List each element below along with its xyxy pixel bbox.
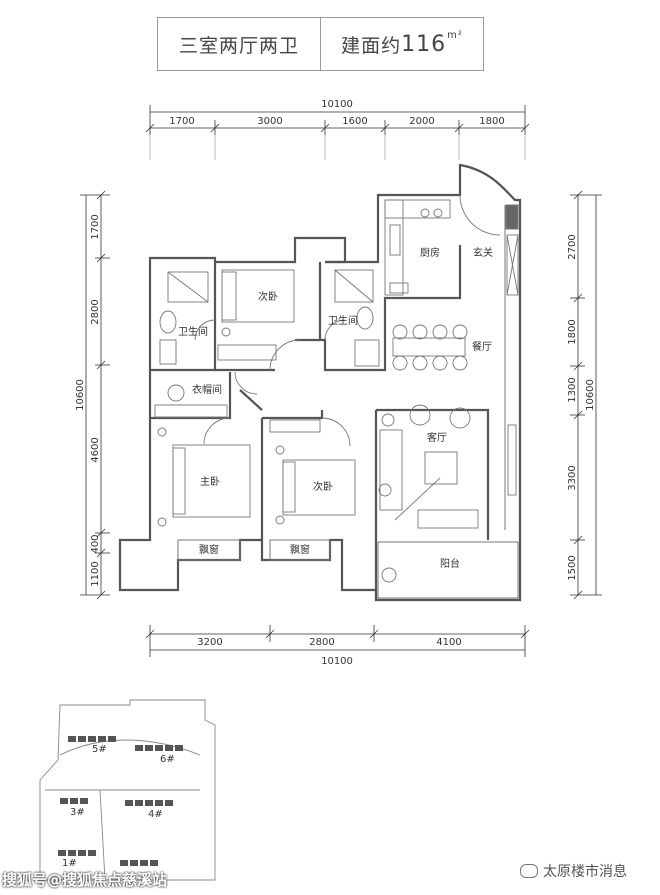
layout-label: 三室两厅两卫 (158, 31, 320, 58)
bottom-dim-1: 3200 (197, 637, 222, 648)
furniture (154, 199, 519, 583)
bottom-dim-2: 2800 (309, 637, 334, 648)
left-dim-5: 1100 (90, 561, 101, 586)
right-total-dim: 10600 (585, 379, 596, 411)
dimension-lines (80, 105, 602, 657)
site-plan-thumbnail (39, 699, 216, 881)
left-dim-2: 2800 (90, 299, 101, 324)
right-dim-5: 1500 (567, 555, 578, 580)
door-swings (194, 194, 501, 447)
room-balcony: 阳台 (440, 557, 460, 570)
top-dim-1: 1700 (169, 116, 194, 127)
site-label-6: 6# (160, 754, 175, 765)
left-dim-1: 1700 (90, 214, 101, 239)
layout-text: 三室两厅两卫 (178, 34, 299, 57)
site-label-3: 3# (70, 807, 85, 818)
area-unit: m² (447, 30, 463, 41)
top-dim-4: 2000 (409, 116, 434, 127)
top-dim-5: 1800 (479, 116, 504, 127)
area-label: 建面约 116 m² (321, 30, 483, 58)
watermark: 搜狐号@搜狐焦点慈溪站 (2, 871, 168, 889)
plan-header: 三室两厅两卫 建面约 116 m² (157, 17, 484, 71)
site-label-1: 1# (62, 858, 77, 869)
wechat-icon (520, 864, 538, 878)
room-bathroom-mid: 卫生间 (328, 314, 358, 327)
bottom-total-dim: 10100 (321, 656, 353, 667)
right-dim-1: 2700 (567, 234, 578, 259)
site-label-4: 4# (148, 809, 163, 820)
room-second-bedroom-top: 次卧 (258, 290, 278, 303)
right-dim-4: 3300 (567, 465, 578, 490)
right-dim-2: 1800 (567, 319, 578, 344)
room-master-bedroom: 主卧 (200, 475, 220, 488)
room-living: 客厅 (427, 431, 447, 444)
source-logo: 太原楼市消息 (520, 861, 627, 881)
right-dim-3: 1300 (567, 377, 578, 402)
bottom-dim-3: 4100 (436, 637, 461, 648)
source-logo-text: 太原楼市消息 (543, 864, 627, 880)
bay-windows (177, 204, 519, 599)
room-dining: 餐厅 (472, 340, 492, 353)
room-bathroom-left: 卫生间 (178, 325, 208, 338)
room-bay-window-right: 飘窗 (290, 543, 310, 556)
room-kitchen: 厨房 (420, 246, 440, 259)
left-dim-3: 4600 (90, 437, 101, 462)
area-prefix: 建面约 (341, 34, 402, 57)
header-divider (320, 18, 321, 70)
left-total-dim: 10600 (75, 379, 86, 411)
room-bay-window-left: 飘窗 (199, 543, 219, 556)
room-second-bedroom-bottom: 次卧 (313, 480, 333, 493)
top-dim-2: 3000 (257, 116, 282, 127)
room-cloakroom: 衣帽间 (192, 383, 222, 396)
walls (118, 163, 522, 602)
room-entrance: 玄关 (473, 246, 493, 259)
site-plan-labels: 5# 6# 3# 4# 1# (62, 744, 175, 869)
left-dim-4: 400 (90, 534, 101, 553)
area-value: 116 (401, 31, 447, 57)
top-dim-3: 1600 (342, 116, 367, 127)
site-label-5: 5# (92, 744, 107, 755)
top-total-dim: 10100 (321, 99, 353, 110)
